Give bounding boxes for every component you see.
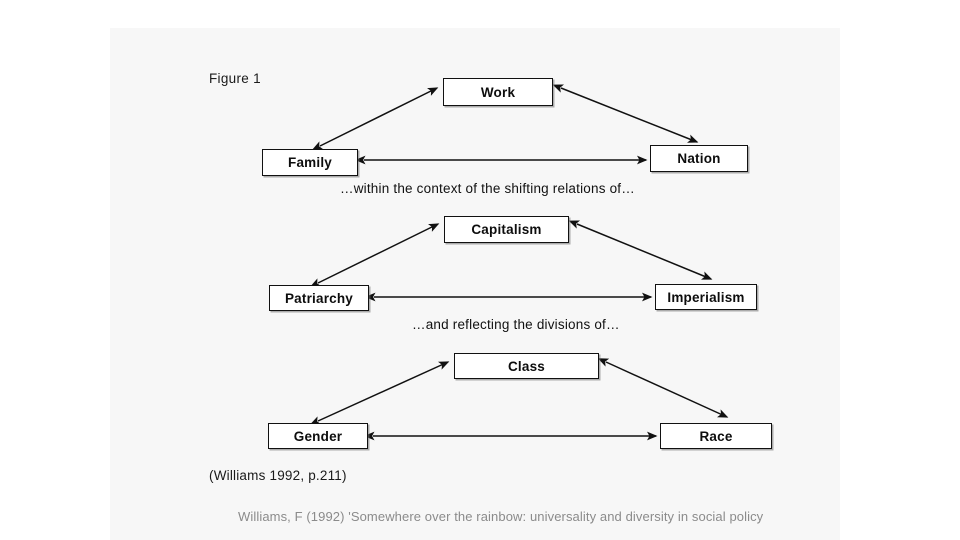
slide-caption: Williams, F (1992) 'Somewhere over the r… <box>238 509 764 524</box>
node-imperialism: Imperialism <box>655 284 757 310</box>
node-race: Race <box>660 423 772 449</box>
node-nation: Nation <box>650 145 748 172</box>
arrow-work-nation <box>552 84 699 143</box>
arrow-class-race <box>597 358 729 418</box>
arrow-patriarchy-capitalism <box>309 223 440 287</box>
connector-text-2: …and reflecting the divisions of… <box>412 317 620 332</box>
connector-text-1: …within the context of the shifting rela… <box>340 181 635 196</box>
node-class: Class <box>454 353 599 379</box>
arrow-gender-class <box>309 361 450 425</box>
node-capitalism: Capitalism <box>444 216 569 243</box>
node-family: Family <box>262 149 358 176</box>
arrow-capitalism-imperialism <box>568 220 713 280</box>
node-gender: Gender <box>268 423 368 449</box>
node-patriarchy: Patriarchy <box>269 285 369 311</box>
source-note: (Williams 1992, p.211) <box>209 468 347 483</box>
figure-label: Figure 1 <box>209 71 261 86</box>
node-work: Work <box>443 78 553 106</box>
arrow-family-work <box>311 87 439 150</box>
